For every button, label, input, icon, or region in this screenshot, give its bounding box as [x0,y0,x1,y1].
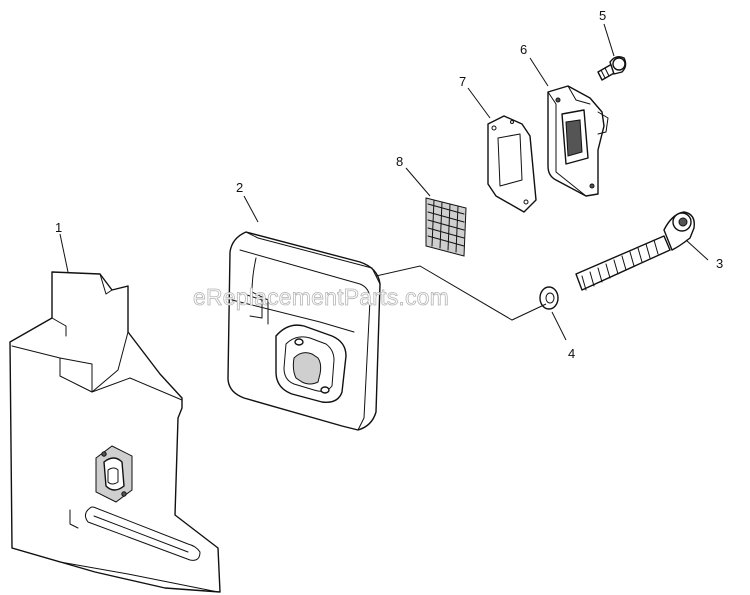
callout-leader-1 [59,233,69,273]
callout-leader-8 [405,167,431,197]
callout-5: 5 [599,8,606,23]
watermark-text: eReplacementParts.com [193,284,449,310]
part-7-gasket[interactable] [487,115,537,213]
callout-3: 3 [716,256,723,271]
part-2-muffler[interactable] [227,231,381,431]
part-5-screw[interactable] [597,55,627,81]
callout-8: 8 [396,154,403,169]
part-6-cover[interactable] [547,85,609,197]
callout-2: 2 [236,180,243,195]
callout-leader-3 [685,239,709,261]
callout-1: 1 [55,220,62,235]
part-1-heat-shield[interactable] [9,271,221,593]
part-8-screen[interactable] [425,197,467,257]
callout-4: 4 [568,346,575,361]
assembly-leader-line [375,265,547,321]
part-3-bolt[interactable] [575,211,695,291]
callout-leader-4 [551,311,567,341]
part-4-washer[interactable] [539,286,559,310]
callout-leader-2 [243,195,259,223]
callout-6: 6 [520,42,527,57]
callout-leader-6 [529,57,549,87]
callout-7: 7 [459,74,466,89]
callout-leader-5 [603,23,615,57]
callout-leader-7 [467,87,491,119]
